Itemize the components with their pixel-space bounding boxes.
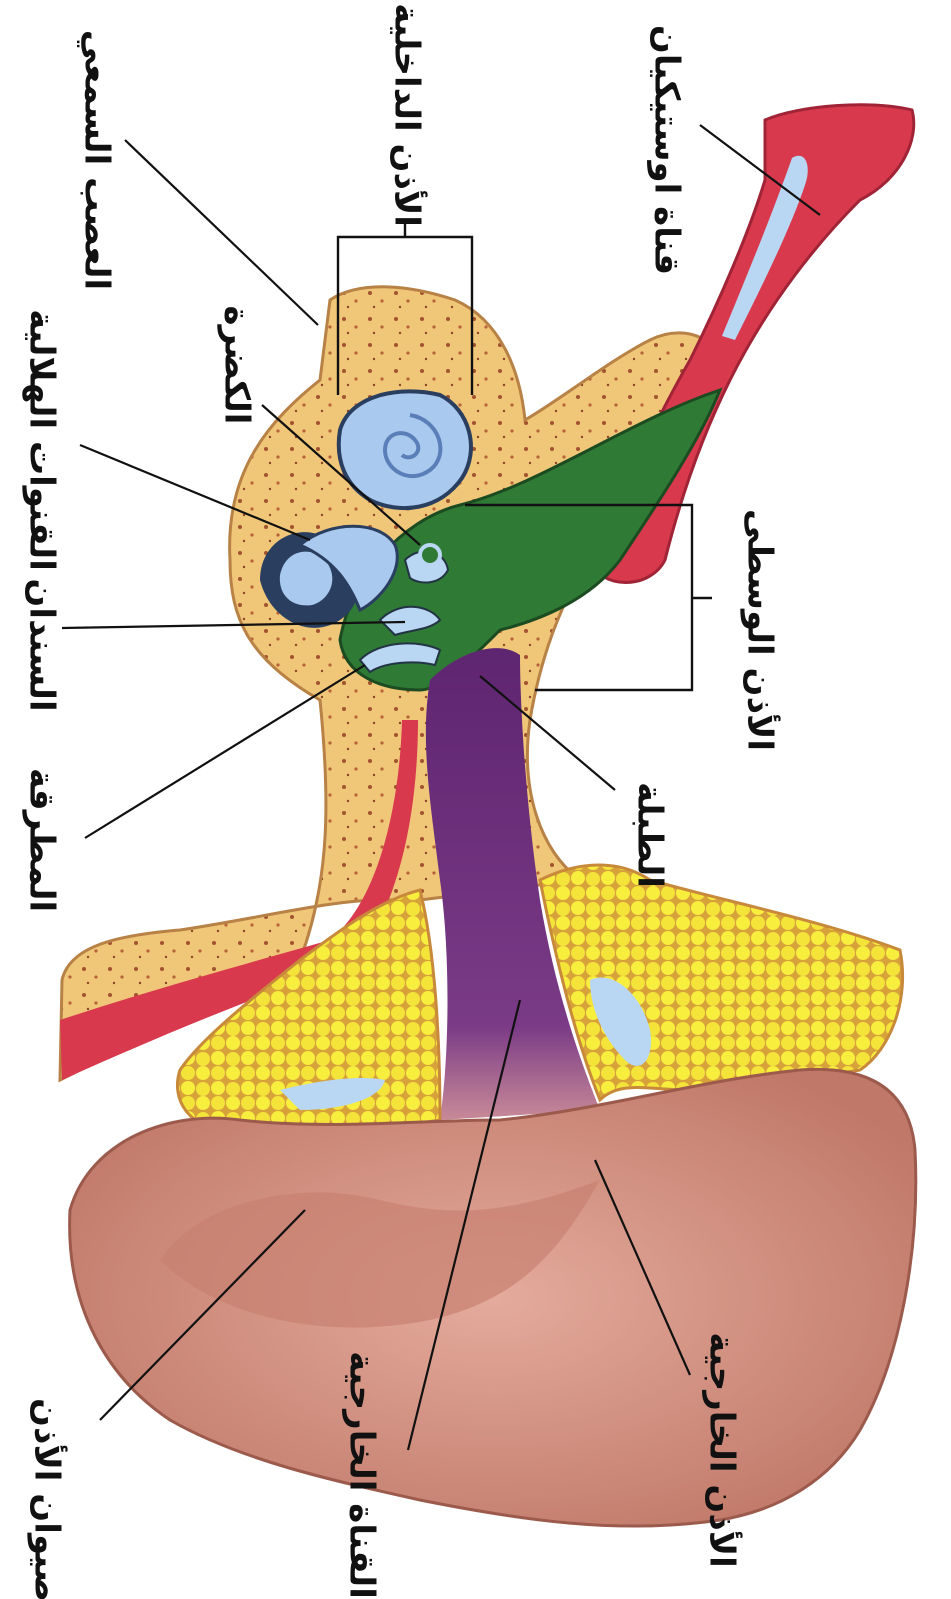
pinna: [70, 1069, 916, 1526]
label-hammer: المطرقة: [22, 768, 62, 912]
label-pinna: صيوان الأذن: [27, 1398, 69, 1599]
label-auditory-nerve: العصب السمعي: [77, 30, 117, 290]
label-middle-ear: الأذن الوسطى: [740, 509, 782, 751]
label-inner-ear: الأذن الداخلية: [387, 3, 429, 227]
label-eustachian-tube: قناة اوستيكيان: [647, 25, 687, 275]
label-stapes: السندان: [22, 578, 62, 711]
label-eardrum: الطبلة: [630, 782, 670, 888]
label-ear-canal: القناة الخارجية: [342, 1351, 382, 1599]
leader-auditory-nerve: [125, 140, 318, 325]
label-cochlea: الكضرة: [217, 306, 257, 425]
label-outer-ear: الأذن الخارجية: [702, 1332, 744, 1568]
label-semicircular-canals: القنوات الهلالية: [22, 309, 62, 571]
